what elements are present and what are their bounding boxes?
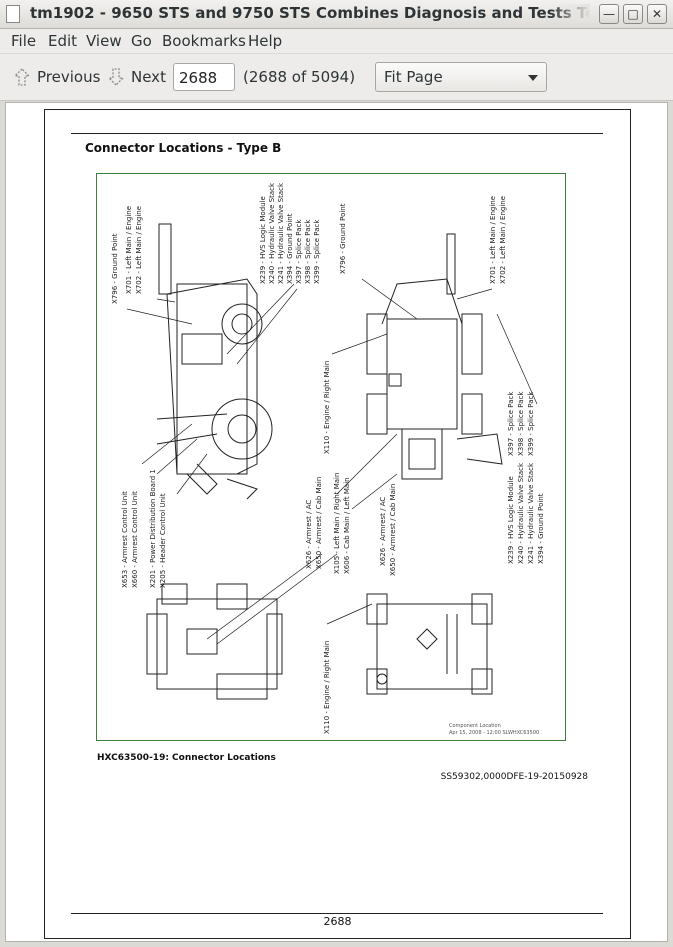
label-engine-right-main-tr: X110 - Engine / Right Main [323, 360, 331, 454]
previous-button[interactable]: Previous [11, 64, 100, 90]
title-bar: tm1902 - 9650 STS and 9750 STS Combines … [0, 0, 673, 29]
pdf-page: Connector Locations - Type B [44, 109, 631, 939]
label-armrest-ac-1: X626 - Armrest / AC [305, 499, 313, 569]
label-cab-main-left-main: X606 - Cab Main / Left Main [343, 477, 351, 574]
label-armrest-cab-main-2: X650 - Armrest / Cab Main [389, 483, 397, 576]
label-armrest-ac-2: X626 - Armrest / AC [379, 496, 387, 566]
label-left-main-right-main: X105 - Left Main / Right Main [333, 472, 341, 574]
menu-help[interactable]: Help [248, 32, 283, 50]
arrow-down-icon [107, 68, 125, 86]
label-stack-tl-4: X397 - Splice Pack [295, 219, 303, 284]
next-label: Next [131, 68, 166, 86]
label-left-main-tr-2: X702 - Left Main / Engine [499, 195, 507, 284]
close-button[interactable]: ✕ [647, 4, 667, 24]
document-reference: SS59302,0000DFE-19-20150928 [440, 772, 588, 782]
next-button[interactable]: Next [105, 64, 166, 90]
label-armrest-control-unit-1: X653 - Armrest Control Unit [121, 491, 129, 588]
page-number-input[interactable]: 2688 [173, 63, 235, 91]
menu-view[interactable]: View [86, 32, 122, 50]
label-stack-tl-6: X399 - Splice Pack [313, 219, 321, 284]
document-viewer[interactable]: Connector Locations - Type B [5, 102, 668, 942]
label-hyd-valve-br-1: X240 - Hydraulic Valve Stack [517, 462, 525, 564]
label-ground-point-tl: X796 - Ground Point [111, 233, 119, 305]
menu-edit[interactable]: Edit [48, 32, 78, 50]
page-count: (2688 of 5094) [243, 68, 356, 86]
label-stack-tl-3: X394 - Ground Point [286, 213, 294, 285]
label-hvs-logic-br: X239 - HVS Logic Module [507, 476, 515, 564]
zoom-value: Fit Page [384, 68, 443, 86]
bottom-rule [71, 913, 603, 914]
previous-label: Previous [37, 68, 101, 86]
menu-file[interactable]: File [11, 32, 37, 50]
label-left-main-tl-2: X702 - Left Main / Engine [135, 205, 143, 294]
minimize-button[interactable]: — [599, 4, 619, 24]
maximize-button[interactable]: □ [623, 4, 643, 24]
menu-go[interactable]: Go [131, 32, 152, 50]
label-splice-tr-1: X398 - Splice Pack [517, 391, 525, 456]
window-title: tm1902 - 9650 STS and 9750 STS Combines … [30, 4, 590, 22]
chevron-down-icon [528, 75, 538, 81]
zoom-dropdown[interactable]: Fit Page [375, 62, 547, 92]
label-header-control-unit: X205 - Header Control Unit [159, 493, 167, 588]
label-ground-point-tr: X796 - Ground Point [339, 203, 347, 275]
menu-bookmarks[interactable]: Bookmarks [162, 32, 246, 50]
label-hyd-valve-br-2: X241 - Hydraulic Valve Stack [527, 462, 535, 564]
label-ground-point-br: X394 - Ground Point [537, 493, 545, 565]
combine-drawing [126, 223, 538, 700]
page-number: 2688 [323, 915, 352, 928]
label-armrest-cab-main-1: X650 - Armrest / Cab Main [315, 476, 323, 569]
figure-stamp-1: Component Location [449, 723, 501, 729]
page-heading: Connector Locations - Type B [85, 141, 282, 155]
toolbar: Previous Next 2688 (2688 of 5094) Fit Pa… [0, 54, 673, 101]
menu-bar: File Edit View Go Bookmarks Help [0, 29, 673, 53]
top-rule [71, 133, 603, 134]
figure-caption: HXC63500-19: Connector Locations [97, 753, 276, 763]
connector-figure: X796 - Ground Point X701 - Left Main / E… [96, 173, 566, 741]
figure-stamp-2: Apr 15, 2008 - 12:00 SLWHXC63500 [449, 730, 540, 736]
label-stack-tl-5: X398 - Splice Pack [304, 219, 312, 284]
label-engine-right-main-bottom: X110 - Engine / Right Main [323, 640, 331, 734]
label-armrest-control-unit-2: X660 - Armrest Control Unit [131, 491, 139, 588]
label-splice-tr-0: X397 - Splice Pack [507, 391, 515, 456]
label-stack-tl-1: X240 - Hydraulic Valve Stack [268, 182, 276, 284]
label-splice-tr-2: X399 - Splice Pack [527, 391, 535, 456]
label-stack-tl-0: X239 - HVS Logic Module [259, 196, 267, 284]
label-left-main-tr-1: X701 - Left Main / Engine [489, 195, 497, 284]
label-left-main-tl-1: X701 - Left Main / Engine [125, 205, 133, 294]
document-icon [6, 5, 20, 23]
arrow-up-icon [13, 68, 31, 86]
label-power-distribution: X201 - Power Distribution Board 1 [149, 469, 157, 588]
label-stack-tl-2: X241 - Hydraulic Valve Stack [277, 182, 285, 284]
